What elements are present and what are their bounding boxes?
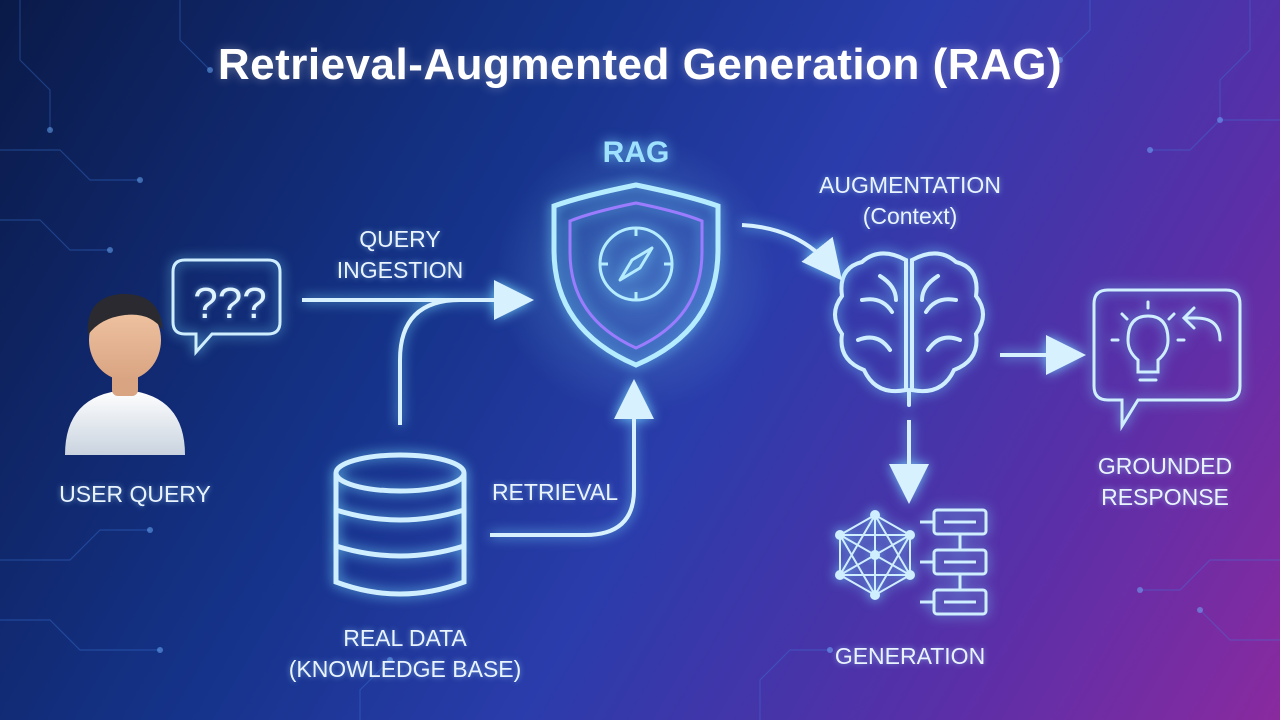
augmentation-label: AUGMENTATION (Context) xyxy=(790,170,1030,232)
knowledge-base-line2: (KNOWLEDGE BASE) xyxy=(288,656,522,682)
grounded-response-line1: GROUNDED xyxy=(1097,453,1233,479)
database-icon xyxy=(333,452,467,597)
user-query-label: USER QUERY xyxy=(59,481,211,507)
question-marks: ??? xyxy=(193,279,267,328)
lightbulb-reply-bubble-icon xyxy=(1092,288,1242,432)
generation-label: GENERATION xyxy=(834,643,986,669)
query-ingestion-line2: INGESTION xyxy=(336,257,464,283)
augmentation-line1: AUGMENTATION xyxy=(819,172,1001,198)
arrow-retrieval-to-rag xyxy=(490,379,654,537)
query-ingestion-line1: QUERY xyxy=(359,226,441,252)
connectors xyxy=(302,223,1086,537)
page-title: Retrieval-Augmented Generation (RAG) xyxy=(217,40,1063,89)
knowledge-base-label: REAL DATA (KNOWLEDGE BASE) xyxy=(260,623,550,685)
neural-network-icon xyxy=(835,510,915,600)
flowchart-icon xyxy=(920,508,988,616)
query-ingestion-label: QUERY INGESTION xyxy=(300,224,500,286)
augmentation-line2: (Context) xyxy=(862,203,958,229)
rag-label: RAG xyxy=(602,136,670,169)
arrow-rag-to-augmentation xyxy=(741,223,843,281)
retrieval-label: RETRIEVAL xyxy=(491,479,619,505)
person-avatar-icon xyxy=(65,293,185,455)
brain-icon xyxy=(833,251,985,407)
knowledge-base-line1: REAL DATA xyxy=(343,625,467,651)
grounded-response-label: GROUNDED RESPONSE xyxy=(1070,451,1260,513)
shield-compass-icon xyxy=(551,182,721,368)
question-bubble-icon xyxy=(171,258,282,356)
arrow-kb-to-rag-branch xyxy=(398,298,461,425)
grounded-response-line2: RESPONSE xyxy=(1101,484,1229,510)
